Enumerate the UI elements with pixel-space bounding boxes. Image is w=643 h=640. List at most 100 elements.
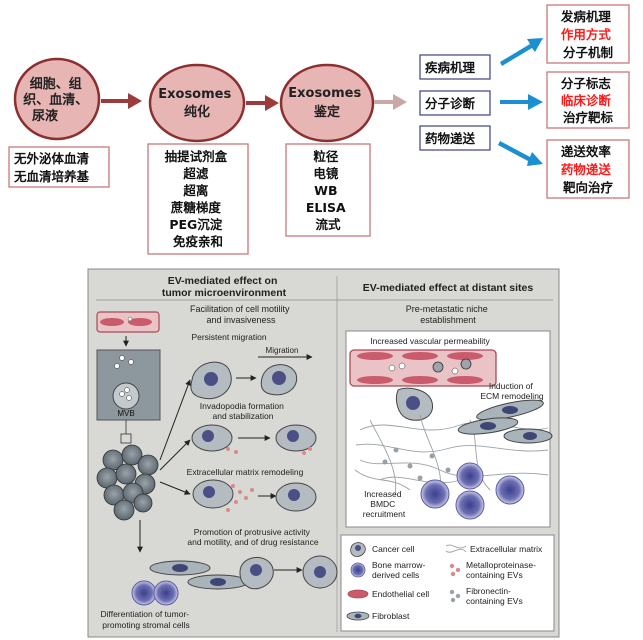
ecm-induction-1: Induction of [489,381,534,391]
sample-line-1: 细胞、组 [30,76,82,92]
svg-text:Metalloproteinase- con: Metalloproteinase- containing EVs [466,560,538,580]
mvb-cell: MVB [96,349,161,421]
bmdc-cells [420,462,525,520]
ecm-remodel-label: Extracellular matrix remodeling [187,467,304,477]
svg-text:Induction of ECM remodel: Induction of ECM remodeling [480,381,544,401]
migration-label: Migration [266,346,299,355]
application-label-2: 分子诊断 [425,96,476,111]
ev-figure: EV-mediated effect on tumor microenviron… [87,268,560,638]
svg-text:递送效率 药物递送 靶向治疗: 递送效率 药物递送 靶向治疗 [561,144,615,195]
identify-method-3: WB [314,183,337,198]
svg-text:Fibronectin- containin: Fibronectin- containing EVs [466,586,523,606]
invadopodia-cells [191,424,317,455]
svg-text:EV-mediated effect on tu: EV-mediated effect on tumor microenviron… [162,275,287,299]
purify-line-1: Exosomes [158,87,231,102]
svg-text:Bone marrow- derived c: Bone marrow- derived cells [372,560,428,580]
outcome-1-3: 分子机制 [563,45,613,60]
application-label-3: 药物递送 [425,131,476,146]
extravasating-cell [395,387,434,421]
sample-line-3: 尿液 [32,108,58,124]
outcome-3-3: 靶向治疗 [563,180,614,195]
motility-title-2: and invasiveness [206,315,276,325]
legend-cancer: Cancer cell [372,544,415,554]
sample-note-box: 无外泌体血清 无血清培养基 [8,146,110,188]
outcome-2-1: 分子标志 [561,76,612,91]
svg-text:Pre-metastatic niche est: Pre-metastatic niche establishment [406,304,491,325]
outcome-2-2: 临床诊断 [561,93,612,108]
flow-arrow-1 [101,93,142,109]
purify-line-2: 纯化 [184,104,210,120]
flow-arrow-2 [246,95,279,111]
sample-line-2: 织、血清、 [23,92,88,108]
flow-arrow-3 [374,94,407,110]
persistent-label: Persistent migration [191,332,266,342]
purify-method-1: 抽提试剂盒 [165,149,228,164]
outcome-2-3: 治疗靶标 [563,110,614,125]
migrating-cells [190,361,298,400]
legend-endo: Endothelial cell [372,589,429,599]
bmdc-2: BMDC [370,499,395,509]
vascular-label: Increased vascular permeability [370,336,490,346]
legend-mmp-1: Metalloproteinase- [466,560,536,570]
top-flow: 细胞、组 织、血清、 尿液 无外泌体血清 无血清培养基 Exosomes 纯化 [8,4,630,255]
legend: Cancer cell Extracellular matrix Bone ma… [340,534,555,632]
purify-methods-box: 抽提试剂盒 超滤 超离 蔗糖梯度 PEG沉淀 免疫亲和 [147,143,249,255]
identify-method-4: ELISA [306,200,346,215]
invadopodia-2: and stabilization [213,411,274,421]
sample-circle: 细胞、组 织、血清、 尿液 [13,57,101,141]
outcome-1-2: 作用方式 [561,27,612,42]
svg-text:Facilitation of cell motility: Facilitation of cell motility and invasi… [190,304,292,325]
legend-bone-2: derived cells [372,570,419,580]
svg-text:无外泌体血清 无血清培养基: 无外泌体血清 无血清培养基 [13,151,93,184]
svg-text:Promotion of protrusive activi: Promotion of protrusive activity and mot… [187,527,318,547]
purify-method-2: 超滤 [182,166,209,181]
left-header-2: tumor microenvironment [162,287,287,299]
purify-method-5: PEG沉淀 [169,217,222,232]
svg-text:粒径 电镜 WB: 粒径 电镜 WB ELISA 流式 [306,149,350,232]
svg-text:发病机理 作用方式 分子机制: 发病机理 作用方式 分子机制 [560,9,615,60]
application-boxes: 疾病机理 分子诊断 药物递送 [419,54,491,151]
legend-bone-1: Bone marrow- [372,560,426,570]
sample-note-1: 无外泌体血清 [13,151,90,166]
protrusive-2: and motility, and of drug resistance [187,537,318,547]
tumor-cluster [96,444,159,521]
svg-text:Increased BMDC rec: Increased BMDC recruitment [363,489,406,519]
bmdc-1: Increased [364,489,402,499]
purify-method-4: 蔗糖梯度 [170,200,222,215]
cluster-arrows [137,379,191,553]
svg-text:Differentiation of tumor-: Differentiation of tumor- promoting stro… [100,609,191,630]
right-header: EV-mediated effect at distant sites [363,282,534,294]
identify-line-2: 鉴定 [313,104,340,120]
fibroblasts-right [457,399,553,444]
outcome-3-1: 递送效率 [561,144,612,159]
legend-mmp-2: containing EVs [466,570,523,580]
svg-text:Exosomes 纯化: Exosomes 纯化 [158,87,236,120]
ecm-induction-2: ECM remodeling [480,391,544,401]
invadopodia-1: Invadopodia formation [200,401,284,411]
purify-method-3: 超离 [182,183,208,198]
left-header-1: EV-mediated effect on [168,275,278,287]
identify-method-5: 流式 [315,217,341,232]
identify-line-1: Exosomes [288,86,361,101]
blood-vessel-left [96,311,160,333]
purify-method-6: 免疫亲和 [173,234,223,249]
bmdc-3: recruitment [363,509,406,519]
blood-vessel-right [349,349,497,387]
svg-text:细胞、组 织、血清、 尿液: 细胞、组 织、血清、 尿液 [23,76,93,124]
svg-text:抽提试剂盒 超滤 超离: 抽提试剂盒 超滤 超离 蔗糖梯度 PEG沉淀 免疫亲和 [165,149,232,249]
svg-text:Exosomes 鉴定: Exosomes 鉴定 [288,86,366,120]
purify-circle: Exosomes 纯化 [148,63,246,143]
identify-method-1: 粒径 [313,149,339,164]
legend-fibro-ev-1: Fibronectin- [466,586,511,596]
outcome-3-2: 药物递送 [561,162,612,177]
svg-text:分子标志 临床诊断 治疗靶标: 分子标志 临床诊断 治疗靶标 [561,76,615,125]
legend-ecm: Extracellular matrix [470,544,543,554]
svg-text:Invadopodia formation an: Invadopodia formation and stabilization [200,401,287,421]
protrusive-1: Promotion of protrusive activity [194,527,311,537]
identify-methods-box: 粒径 电镜 WB ELISA 流式 [285,143,371,237]
outcome-1-1: 发病机理 [560,9,612,24]
mvb-label: MVB [117,409,134,418]
premetastatic-1: Pre-metastatic niche [406,304,488,314]
premetastatic-2: establishment [420,315,476,325]
